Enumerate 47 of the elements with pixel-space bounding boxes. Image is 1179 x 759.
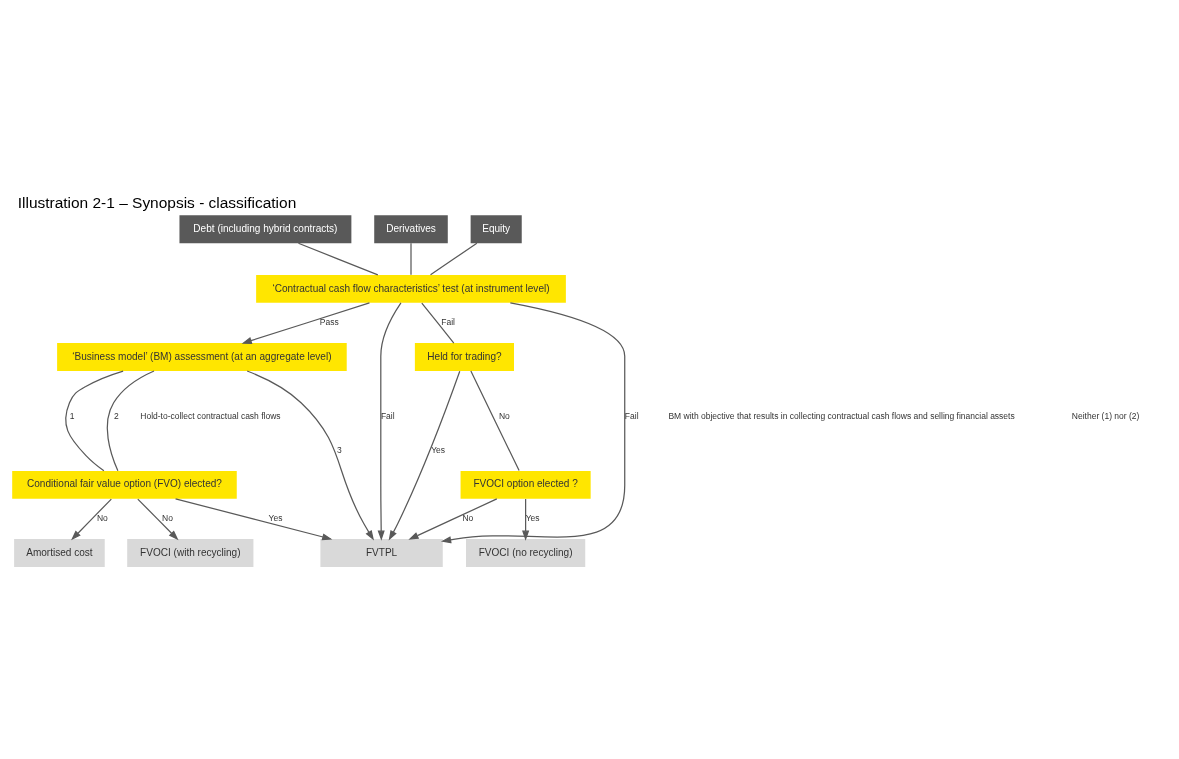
arrow xyxy=(522,498,530,541)
label: Hold-to-collect contractual cash flows xyxy=(140,410,281,421)
edge-label: No xyxy=(96,513,108,524)
arrow xyxy=(246,370,375,541)
label: BM with objective that results in collecting contractual cash flows and selling financial assets xyxy=(668,410,1015,421)
node-box: Conditional fair value option (FVO) elected? xyxy=(12,470,237,499)
edge-label: Fail xyxy=(380,410,395,421)
node-box: FVTPL xyxy=(320,539,443,567)
edge-label: No xyxy=(162,513,173,524)
node-box: Equity xyxy=(470,215,522,244)
connector xyxy=(297,242,379,276)
node-box: FVOCI (with recycling) xyxy=(127,539,254,567)
arrow xyxy=(440,302,626,544)
node-box: Debt (including hybrid contracts) xyxy=(179,215,352,244)
arrow xyxy=(137,498,179,541)
edge-label: Pass xyxy=(319,317,339,328)
label: Neither (1) nor (2) xyxy=(1071,410,1140,421)
node-box: Amortised cost xyxy=(14,539,105,567)
edge-label: 2 xyxy=(113,410,119,421)
arrow xyxy=(408,498,498,540)
connector xyxy=(470,370,520,472)
arrow xyxy=(377,302,402,541)
connector xyxy=(429,242,478,276)
edge-label: Yes xyxy=(268,513,283,524)
connector xyxy=(106,370,155,472)
node-box: FVOCI (no recycling) xyxy=(466,539,586,567)
arrow xyxy=(388,370,461,541)
edge-label: Fail xyxy=(624,410,639,421)
connector xyxy=(421,302,455,344)
node-box: ‘Business model’ (BM) assessment (at an aggregate level) xyxy=(57,343,347,371)
connector xyxy=(65,370,124,472)
node-box: ‘Contractual cash flow characteristics’ test (at instrument level) xyxy=(256,274,566,303)
arrow xyxy=(241,302,371,344)
arrow xyxy=(174,498,333,541)
edge-label: Yes xyxy=(431,444,446,455)
edge-label: 3 xyxy=(337,444,342,455)
connector xyxy=(410,242,412,276)
edge-label: No xyxy=(498,410,510,421)
edge-label: Fail xyxy=(441,317,456,328)
node-box: Held for trading? xyxy=(414,343,514,371)
node-box: Derivatives xyxy=(374,215,448,244)
arrow xyxy=(71,498,112,541)
edge-label: 1 xyxy=(69,410,75,421)
diagram-title: Illustration 2-1 – Synopsis - classification xyxy=(17,193,297,211)
node-box: FVOCI option elected ? xyxy=(460,470,591,499)
edge-label: No xyxy=(462,513,474,524)
edge-label: Yes xyxy=(525,513,540,524)
